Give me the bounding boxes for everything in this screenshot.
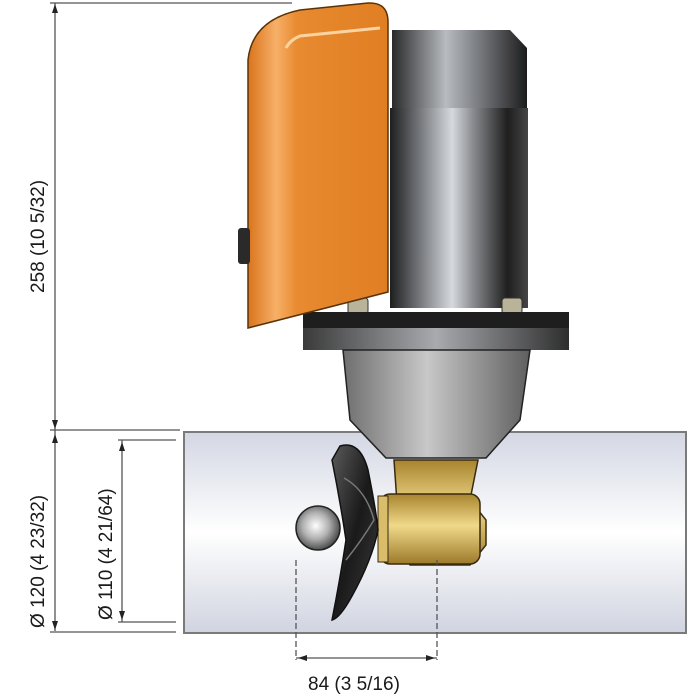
cable-gland-icon [238,228,250,264]
motor-cover [247,2,389,329]
thruster-leg [342,349,531,459]
cover-highlight [284,26,381,49]
gear-housing [377,459,487,566]
bolt-icon [501,297,523,315]
tunnel-inner-diameter-label: Ø 110 (4 21/64) [96,488,117,620]
dimension-arrows [52,4,435,661]
propeller-hub [295,505,341,551]
propeller-offset-label: 84 (3 5/16) [308,674,400,695]
motor-body [390,108,528,308]
mounting-flange [303,328,569,350]
motor-assembly [238,2,569,459]
propeller [295,444,379,622]
dimension-lines [50,2,438,660]
motor-top-cap [392,30,527,108]
tunnel-outer-diameter-label: Ø 120 (4 23/32) [28,495,49,628]
height-dimension-label: 258 (10 5/32) [28,180,49,293]
mounting-flange-top [303,312,569,328]
